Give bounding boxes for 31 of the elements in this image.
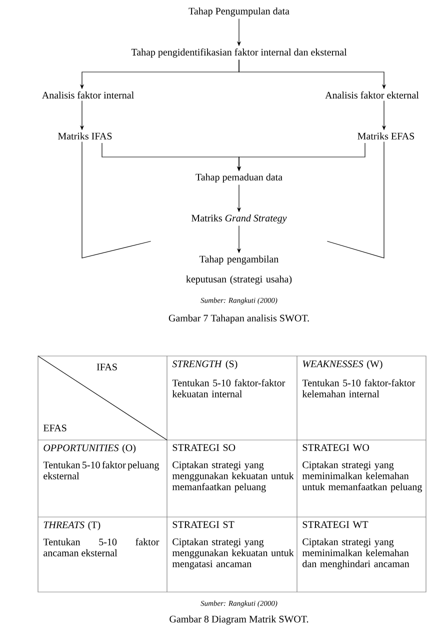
cell-heading: STRATEGI SO <box>172 444 236 451</box>
cell-text: Tentukan 5-10 faktor ancaman eksternal <box>43 538 160 556</box>
figure-caption: Gambar 7 Tahapan analisis SWOT. <box>168 314 309 324</box>
process-step: Matriks EFAS <box>358 132 414 140</box>
cell-text: Ciptakan strategi yang menggunakan kekuatan untuk memanfaatkan peluang <box>172 461 294 492</box>
process-step: Tahap pengambilan keputusan (strategi usaha) <box>186 255 292 285</box>
process-step: Matriks IFAS <box>58 132 112 140</box>
connector-line <box>326 141 384 258</box>
process-step: Matriks Grand Strategy <box>192 214 287 224</box>
process-step: Analisis faktor internal <box>42 91 134 99</box>
cell-text: Tentukan 5-10 faktor-faktor kelemahan internal <box>302 379 416 398</box>
row-header: EFAS <box>43 424 66 432</box>
connector-line <box>82 141 152 258</box>
cell-heading: THREATS (T) <box>44 521 100 530</box>
cell-text: Ciptakan strategi yang meminimalkan kelemahan dan menghindari ancaman <box>302 538 410 570</box>
cell-text: Tentukan 5-10 faktor-faktor kekuatan internal <box>172 379 286 398</box>
cell-text: Tentukan 5-10 faktor peluang eksternal <box>43 461 160 480</box>
cell-heading: STRATEGI WT <box>302 521 368 528</box>
process-step: Analisis faktor ekternal <box>325 91 419 99</box>
cell-heading: WEAKNESSES (W) <box>302 360 382 370</box>
cell-text: Ciptakan strategi yang meminimalkan kelemahan untuk memanfaatkan peluang <box>302 461 422 492</box>
process-step: Tahap pemaduan data <box>196 173 282 183</box>
cell-heading: STRATEGI WO <box>302 444 370 451</box>
process-step: Tahap Pengumpulan data <box>188 7 290 17</box>
cell-heading: STRATEGI ST <box>172 521 234 528</box>
column-header: IFAS <box>96 364 117 370</box>
process-step: Tahap pengidentifikasian faktor internal dan eksternal <box>131 48 347 58</box>
cell-text: Ciptakan strategi yang menggunakan kekuatan untuk mengatasi ancaman <box>172 538 294 570</box>
cell-heading: OPPORTUNITIES (O) <box>44 444 136 454</box>
figure-caption: Gambar 8 Diagram Matrik SWOT. <box>170 615 308 625</box>
cell-heading: STRENGTH (S) <box>172 360 238 370</box>
